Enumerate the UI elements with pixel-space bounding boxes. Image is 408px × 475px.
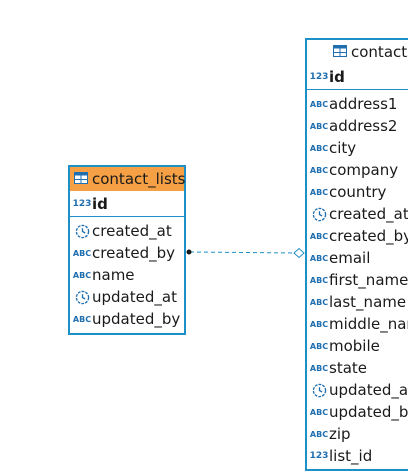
text-type-icon: ABC [309, 341, 329, 351]
text-type-icon: ABC [309, 165, 329, 175]
column-name: id [329, 67, 345, 86]
text-type-icon: ABC [72, 270, 92, 280]
relationship-many-end [186, 249, 192, 255]
number-type-icon: 123 [309, 71, 329, 82]
column-name: created_by [329, 227, 408, 245]
column-name: created_at [329, 205, 408, 223]
column-row[interactable]: updated_at [307, 379, 408, 401]
datetime-type-icon [309, 383, 329, 398]
text-type-icon: ABC [309, 407, 329, 417]
entity-header[interactable]: contact_lists [70, 167, 186, 191]
column-name: id [92, 194, 108, 213]
relationship-line[interactable] [189, 251, 299, 254]
column-name: last_name [329, 293, 407, 311]
column-name: state [329, 359, 367, 377]
column-name: company [329, 161, 399, 179]
column-name: city [329, 139, 357, 157]
datetime-type-icon [309, 207, 329, 222]
number-type-icon: 123 [72, 198, 92, 209]
column-name: zip [329, 425, 351, 443]
column-name: country [329, 183, 387, 201]
text-type-icon: ABC [309, 231, 329, 241]
relationship-one-end [293, 247, 305, 259]
entity-title: contacts [351, 43, 408, 61]
column-row[interactable]: created_at [307, 203, 408, 225]
datetime-type-icon [72, 224, 92, 239]
column-name: list_id [329, 447, 373, 465]
datetime-type-icon [72, 290, 92, 305]
entity-contacts[interactable]: contacts 123 id ABCaddress1ABCaddress2AB… [305, 38, 408, 471]
column-name: first_name [329, 271, 408, 289]
column-row[interactable]: created_at [70, 220, 184, 242]
column-name: updated_by [92, 310, 181, 328]
text-type-icon: ABC [309, 319, 329, 329]
table-icon [333, 43, 347, 61]
text-type-icon: ABC [309, 143, 329, 153]
column-name: email [329, 249, 371, 267]
text-type-icon: ABC [309, 297, 329, 307]
text-type-icon: ABC [309, 363, 329, 373]
column-name: created_by [92, 244, 176, 262]
entity-title: contact_lists [92, 170, 186, 188]
text-type-icon: ABC [309, 121, 329, 131]
number-type-icon: 123 [309, 451, 329, 461]
entity-header[interactable]: contacts [307, 40, 408, 64]
column-row[interactable]: updated_at [70, 286, 184, 308]
primary-key-row[interactable]: 123 id [307, 64, 408, 90]
text-type-icon: ABC [309, 187, 329, 197]
text-type-icon: ABC [72, 314, 92, 324]
text-type-icon: ABC [72, 248, 92, 258]
column-name: updated_at [329, 381, 408, 399]
column-name: name [92, 266, 135, 284]
column-name: updated_by [329, 403, 408, 421]
column-name: middle_name [329, 315, 408, 333]
column-name: created_at [92, 222, 172, 240]
text-type-icon: ABC [309, 253, 329, 263]
column-name: mobile [329, 337, 380, 355]
text-type-icon: ABC [309, 275, 329, 285]
column-name: address2 [329, 117, 398, 135]
text-type-icon: ABC [309, 99, 329, 109]
primary-key-row[interactable]: 123 id [70, 191, 184, 217]
text-type-icon: ABC [309, 429, 329, 439]
table-icon [74, 170, 88, 188]
column-name: address1 [329, 95, 398, 113]
column-name: updated_at [92, 288, 177, 306]
